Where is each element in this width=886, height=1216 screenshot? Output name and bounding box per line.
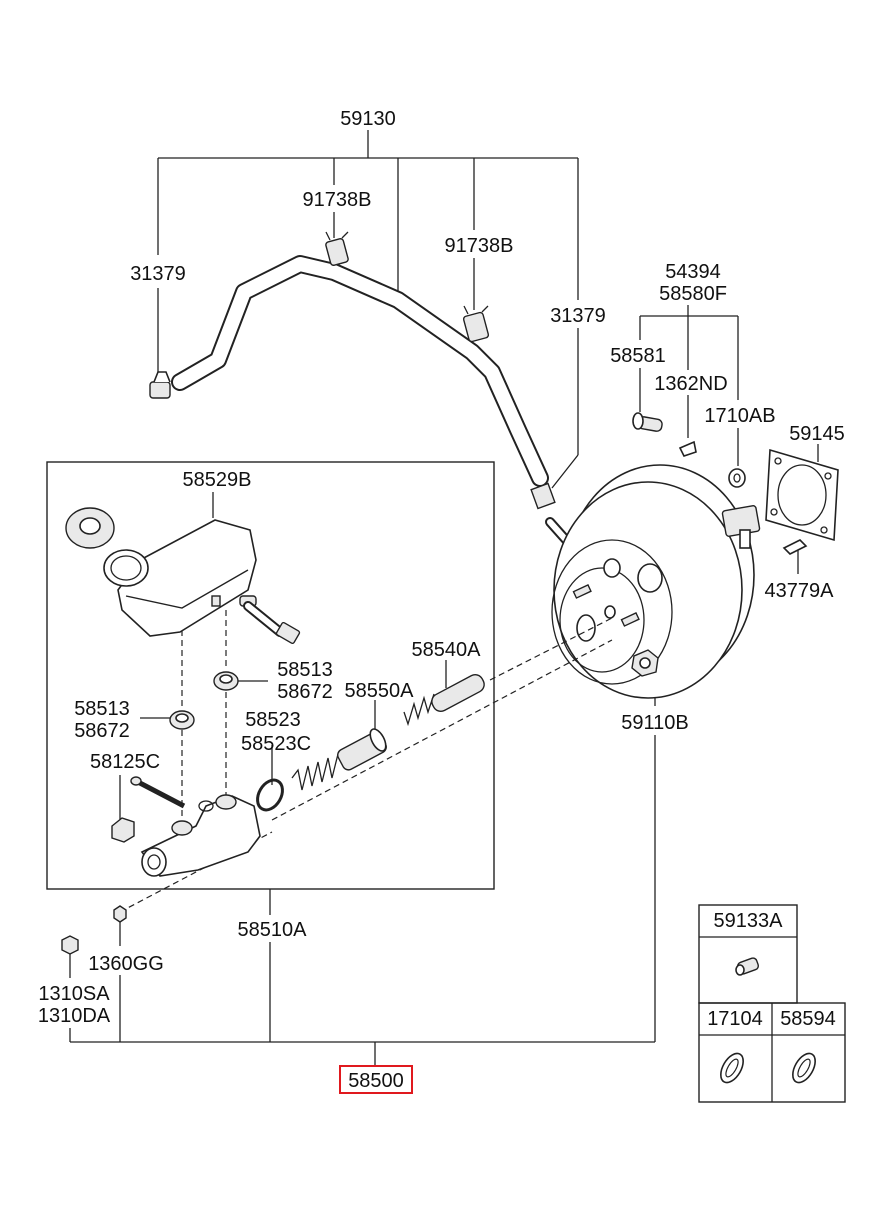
- label-31379-right[interactable]: 31379: [550, 305, 606, 327]
- inset-washer-right: [792, 1052, 816, 1084]
- label-58510A[interactable]: 58510A: [238, 919, 308, 941]
- inset-washer-left: [720, 1052, 744, 1084]
- brake-booster: [551, 464, 755, 699]
- label-58513-upper[interactable]: 58513: [277, 659, 333, 681]
- assembly-highlight-box: [339, 1065, 413, 1094]
- gasket-59145: [765, 448, 839, 542]
- leader-lines: [69, 130, 819, 1066]
- washer-1710AB: [728, 468, 746, 488]
- label-91738B-middle[interactable]: 91738B: [445, 235, 514, 257]
- label-58523C[interactable]: 58523C: [241, 733, 311, 755]
- vacuum-hose: [171, 255, 585, 546]
- label-17104[interactable]: 17104: [707, 1008, 763, 1030]
- nut-1360GG: [113, 905, 127, 923]
- hose-clip-middle: [462, 305, 490, 343]
- label-1310SA[interactable]: 1310SA: [38, 983, 110, 1005]
- plug-bolt: [130, 776, 186, 809]
- secondary-piston: [403, 674, 485, 727]
- label-1362ND[interactable]: 1362ND: [654, 373, 727, 395]
- nut-1310: [61, 935, 79, 955]
- grommet-lower: [169, 710, 195, 730]
- label-58672-upper[interactable]: 58672: [277, 681, 333, 703]
- pin-58581: [632, 412, 663, 432]
- hose-clip-upper: [325, 231, 349, 266]
- label-58500[interactable]: 58500: [348, 1070, 404, 1092]
- label-1310DA[interactable]: 1310DA: [38, 1005, 111, 1027]
- clevis-assembly: [721, 505, 761, 549]
- label-58580F[interactable]: 58580F: [659, 283, 727, 305]
- label-58529B[interactable]: 58529B: [183, 469, 252, 491]
- master-cylinder-group-box: [46, 461, 495, 890]
- spring-and-piston: [291, 728, 387, 791]
- label-58125C[interactable]: 58125C: [90, 751, 160, 773]
- label-59130[interactable]: 59130: [340, 108, 396, 130]
- grommet-upper: [213, 671, 239, 691]
- label-31379-left[interactable]: 31379: [130, 263, 186, 285]
- label-54394[interactable]: 54394: [665, 261, 721, 283]
- reservoir-sensor: [239, 595, 301, 645]
- reservoir-cap: [65, 507, 115, 549]
- label-1710AB[interactable]: 1710AB: [704, 405, 775, 427]
- inset-table: [698, 904, 846, 1103]
- label-59133A[interactable]: 59133A: [714, 910, 784, 932]
- o-ring: [256, 778, 284, 812]
- plug-nut: [111, 817, 135, 843]
- label-59110B[interactable]: 59110B: [621, 712, 688, 734]
- label-58513-lower[interactable]: 58513: [74, 698, 130, 720]
- label-58550A[interactable]: 58550A: [345, 680, 415, 702]
- master-cylinder-body: [140, 794, 261, 877]
- label-58523[interactable]: 58523: [245, 709, 301, 731]
- label-1360GG[interactable]: 1360GG: [88, 953, 164, 975]
- label-43779A[interactable]: 43779A: [765, 580, 835, 602]
- clevis-pin-43779A: [782, 539, 808, 555]
- part-labels: 59130 91738B 91738B 31379 31379 54394 58…: [38, 108, 845, 1092]
- snap-pin: [678, 440, 697, 457]
- label-58594[interactable]: 58594: [780, 1008, 836, 1030]
- hose-clip-left: [149, 371, 171, 399]
- fluid-reservoir: [103, 519, 257, 637]
- inset-fitting-icon: [735, 957, 760, 976]
- label-91738B-upper[interactable]: 91738B: [303, 189, 372, 211]
- label-58581[interactable]: 58581: [610, 345, 666, 367]
- label-58672-lower[interactable]: 58672: [74, 720, 130, 742]
- label-58540A[interactable]: 58540A: [412, 639, 482, 661]
- label-59145[interactable]: 59145: [789, 423, 845, 445]
